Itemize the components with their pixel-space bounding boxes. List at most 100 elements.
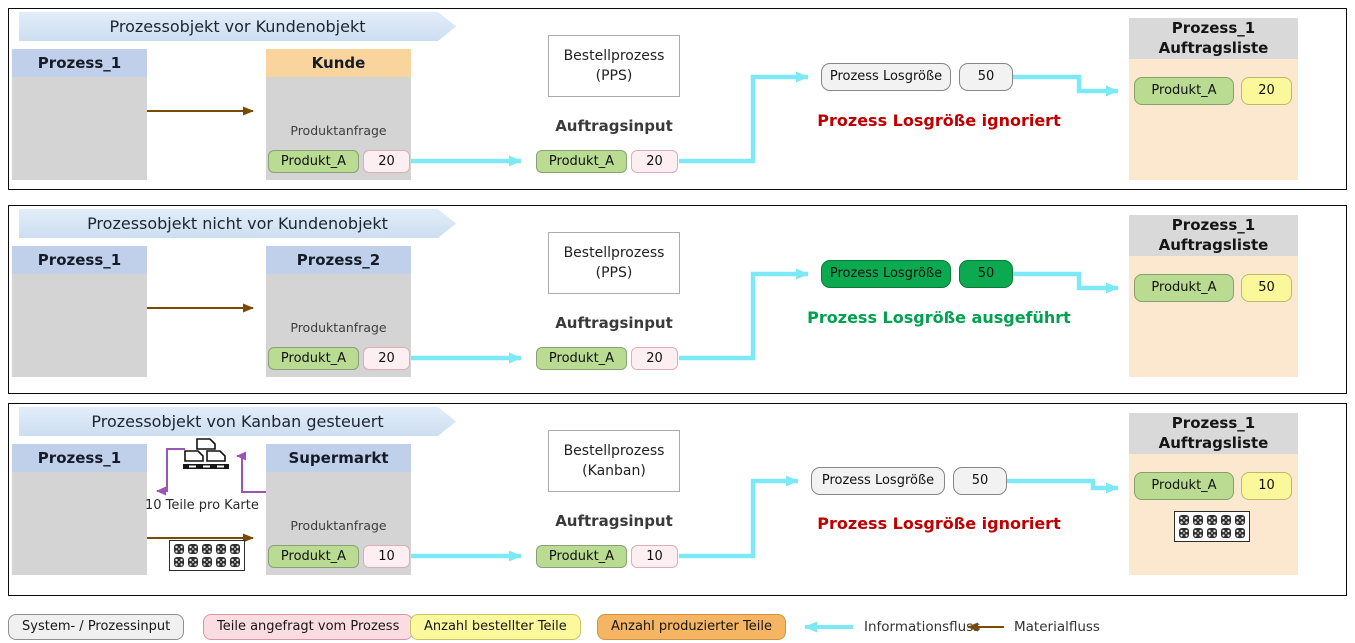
parts-box xyxy=(169,540,245,571)
produktanfrage-label: Produktanfrage xyxy=(290,518,387,533)
informationsfluss-arrow-lot-to-liste xyxy=(1013,271,1119,294)
losgroesse-chip: Prozess Losgröße xyxy=(811,467,945,495)
process-box-header: Prozess_1 xyxy=(12,246,147,274)
section-title-banner: Prozessobjekt vor Kundenobjekt xyxy=(19,12,456,41)
section-title-banner: Prozessobjekt von Kanban gesteuert xyxy=(19,407,456,436)
part-icon xyxy=(202,544,212,554)
part-icon xyxy=(1235,528,1245,538)
legend-anzahl-bestellter-teile: Anzahl bestellter Teile xyxy=(410,614,581,640)
part-icon xyxy=(230,544,240,554)
liste-product-chip: Produkt_A xyxy=(1134,77,1234,105)
part-icon xyxy=(1193,515,1203,525)
produktanfrage-label: Produktanfrage xyxy=(290,123,387,138)
liste-qty-chip: 20 xyxy=(1241,77,1292,105)
part-icon xyxy=(216,544,226,554)
part-icon xyxy=(1179,528,1189,538)
legend-teile-angefragt: Teile angefragt vom Prozess xyxy=(203,614,414,640)
part-icon xyxy=(230,557,240,567)
input-product-chip: Produkt_A xyxy=(536,347,627,370)
liste-product-chip: Produkt_A xyxy=(1134,274,1234,302)
section-title: Prozessobjekt vor Kundenobjekt xyxy=(109,17,366,36)
kanban-card-arrow-from-supermarkt xyxy=(236,451,266,493)
informationsfluss-legend-arrow xyxy=(804,621,853,633)
liste-qty-chip: 50 xyxy=(1241,274,1292,302)
losgroesse-value-chip: 50 xyxy=(959,63,1013,91)
informationsfluss-arrow-lot-to-liste xyxy=(1007,478,1119,494)
request-product-chip: Produkt_A xyxy=(268,347,359,370)
legend-system-prozessinput: System- / Prozessinput xyxy=(8,614,185,640)
bestellprozess-box: Bestellprozess (PPS) xyxy=(548,35,680,97)
customer-box-header: Kunde xyxy=(266,49,411,77)
auftragsliste-title-line1: Prozess_1 xyxy=(1171,413,1256,432)
part-icon xyxy=(1235,515,1245,525)
auftragsinput-label: Auftragsinput xyxy=(555,512,673,530)
input-product-chip: Produkt_A xyxy=(536,150,627,173)
section-title: Prozessobjekt von Kanban gesteuert xyxy=(91,412,384,431)
bestellprozess-box: Bestellprozess (Kanban) xyxy=(548,430,680,492)
request-product-chip: Produkt_A xyxy=(268,150,359,173)
process-box-header: Prozess_1 xyxy=(12,49,147,77)
section-title: Prozessobjekt nicht vor Kundenobjekt xyxy=(87,214,388,233)
panel-prozessobjekt-vor-kundenobjekt: Prozessobjekt vor Kundenobjekt Prozess_1… xyxy=(8,8,1347,190)
auftragsliste-title-line1: Prozess_1 xyxy=(1171,215,1256,234)
part-icon xyxy=(1207,528,1217,538)
kanban-cards-icon xyxy=(183,438,229,469)
part-icon xyxy=(174,557,184,567)
request-qty-chip: 20 xyxy=(363,150,410,173)
losgroesse-chip: Prozess Losgröße xyxy=(821,63,951,91)
bestellprozess-line2: (PPS) xyxy=(595,68,633,84)
part-icon xyxy=(1221,528,1231,538)
request-qty-chip: 10 xyxy=(363,545,410,568)
legend: System- / Prozessinput Teile angefragt v… xyxy=(0,614,1355,642)
auftragsliste-header: Prozess_1 Auftragsliste xyxy=(1129,18,1298,59)
auftragsinput-label: Auftragsinput xyxy=(555,314,673,332)
auftragsliste-title-line1: Prozess_1 xyxy=(1171,18,1256,37)
supermarkt-box-header: Supermarkt xyxy=(266,444,411,472)
informationsfluss-arrow-lot-to-liste xyxy=(1013,74,1119,97)
input-product-chip: Produkt_A xyxy=(536,545,627,568)
liste-product-chip: Produkt_A xyxy=(1134,472,1234,500)
part-icon xyxy=(174,544,184,554)
input-qty-chip: 20 xyxy=(631,347,678,370)
auftragsinput-label: Auftragsinput xyxy=(555,117,673,135)
losgroesse-value-chip: 50 xyxy=(953,467,1007,495)
materialfluss-legend-arrow xyxy=(967,622,1004,632)
process-box-header: Prozess_1 xyxy=(12,444,147,472)
part-icon xyxy=(188,544,198,554)
legend-anzahl-produzierter-teile: Anzahl produzierter Teile xyxy=(597,614,786,640)
liste-parts-box xyxy=(1174,511,1250,542)
process-box-body xyxy=(12,77,147,180)
auftragsliste-header: Prozess_1 Auftragsliste xyxy=(1129,215,1298,256)
informationsfluss-label: Informationsfluss xyxy=(864,619,981,635)
panel-prozessobjekt-nicht-vor-kundenobjekt: Prozessobjekt nicht vor Kundenobjekt Pro… xyxy=(8,205,1347,394)
input-qty-chip: 10 xyxy=(631,545,678,568)
losgroesse-chip: Prozess Losgröße xyxy=(821,260,951,288)
process2-box-header: Prozess_2 xyxy=(266,246,411,274)
bestellprozess-line2: (Kanban) xyxy=(582,463,646,479)
process-box-body xyxy=(12,274,147,377)
auftragsliste-title-line2: Auftragsliste xyxy=(1158,38,1269,57)
part-icon xyxy=(202,557,212,567)
input-qty-chip: 20 xyxy=(631,150,678,173)
auftragsliste-title-line2: Auftragsliste xyxy=(1158,235,1269,254)
part-icon xyxy=(1221,515,1231,525)
auftragsliste-header: Prozess_1 Auftragsliste xyxy=(1129,413,1298,454)
part-icon xyxy=(216,557,226,567)
bestellprozess-line1: Bestellprozess xyxy=(563,442,665,459)
losgroesse-value-chip: 50 xyxy=(959,260,1013,288)
part-icon xyxy=(1207,515,1217,525)
part-icon xyxy=(1193,528,1203,538)
part-icon xyxy=(188,557,198,567)
liste-qty-chip: 10 xyxy=(1241,472,1292,500)
bestellprozess-line2: (PPS) xyxy=(595,265,633,281)
auftragsliste-title-line2: Auftragsliste xyxy=(1158,433,1269,452)
bestellprozess-line1: Bestellprozess xyxy=(563,244,665,261)
bestellprozess-box: Bestellprozess (PPS) xyxy=(548,232,680,294)
section-title-banner: Prozessobjekt nicht vor Kundenobjekt xyxy=(19,209,456,238)
status-text: Prozess Losgröße ignoriert xyxy=(817,111,1061,130)
request-qty-chip: 20 xyxy=(363,347,410,370)
kanban-note: 10 Teile pro Karte xyxy=(145,498,259,513)
request-product-chip: Produkt_A xyxy=(268,545,359,568)
produktanfrage-label: Produktanfrage xyxy=(290,320,387,335)
process-box-body xyxy=(12,472,147,575)
